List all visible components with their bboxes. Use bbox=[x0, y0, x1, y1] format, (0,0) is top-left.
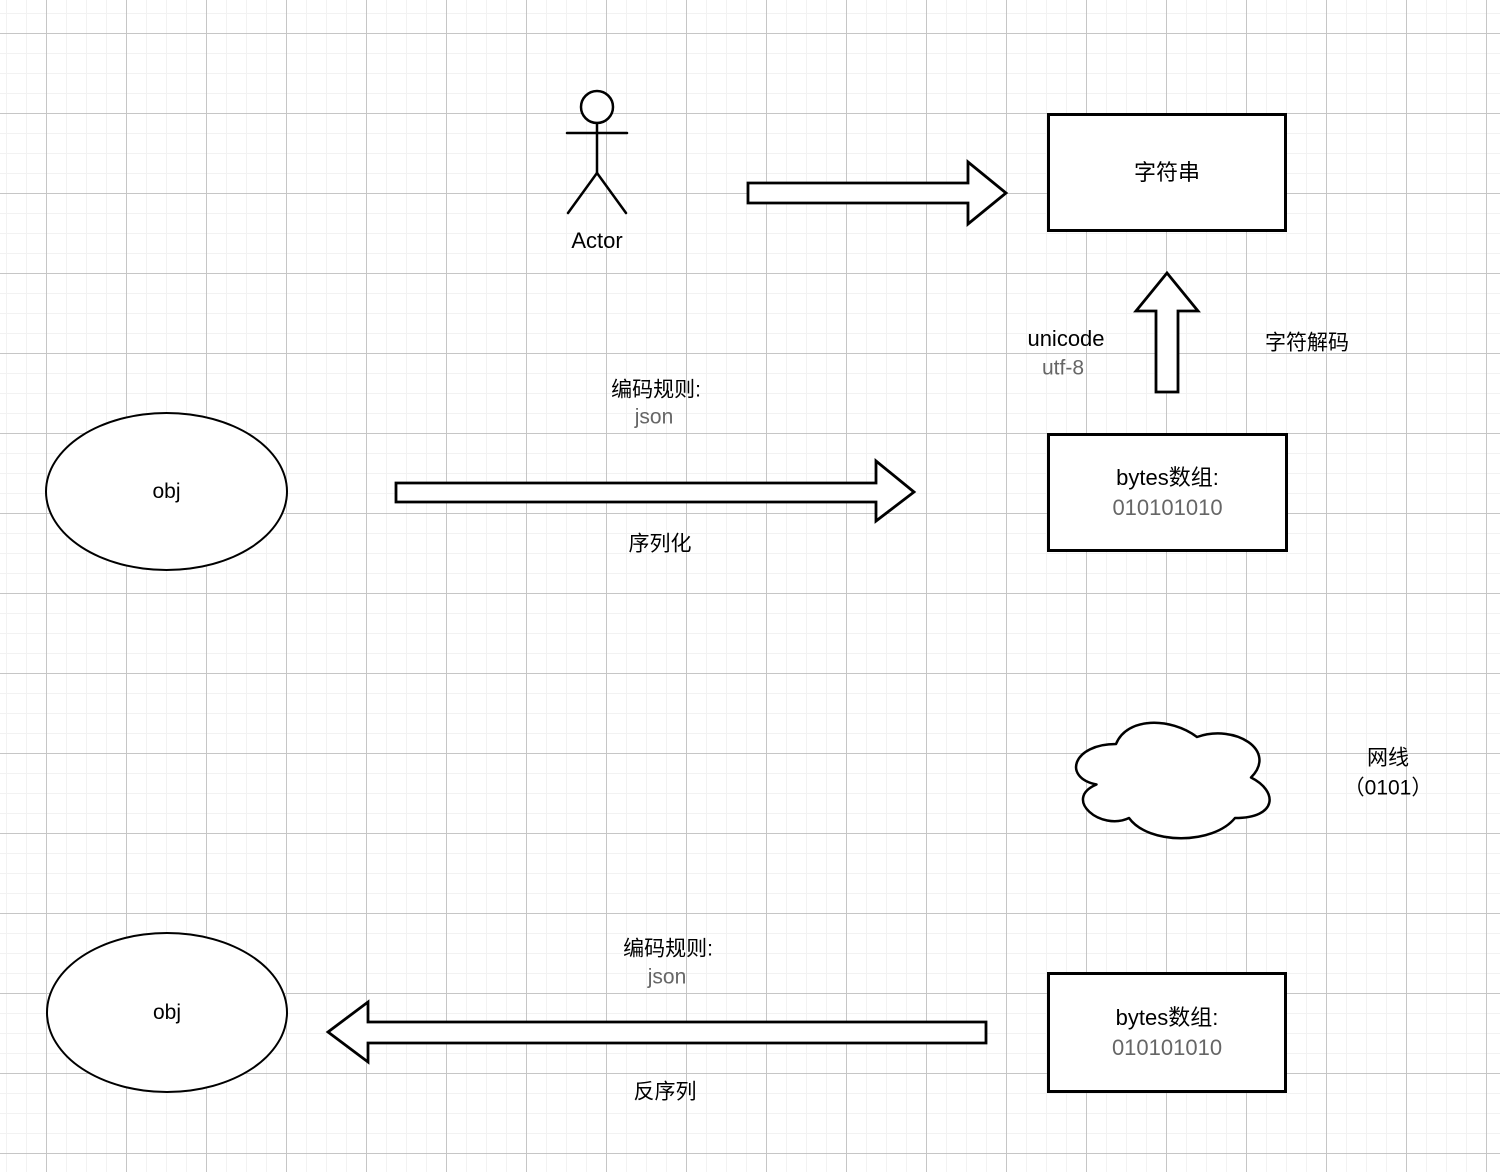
decode-arrow-up-icon bbox=[1133, 270, 1201, 394]
utf8-label: utf-8 bbox=[1041, 356, 1085, 380]
deserialize-rule-title: 编码规则: bbox=[623, 937, 713, 961]
obj-ellipse-top: obj bbox=[45, 412, 288, 571]
network-label-line2: （0101） bbox=[1343, 776, 1433, 800]
serialize-rule-value: json bbox=[634, 405, 674, 429]
deserialize-action-label: 反序列 bbox=[633, 1080, 697, 1104]
bytes-box-bottom: bytes数组: 010101010 bbox=[1047, 972, 1287, 1093]
char-decode-label: 字符解码 bbox=[1265, 331, 1349, 355]
bytes-box-top: bytes数组: 010101010 bbox=[1047, 433, 1288, 552]
serialize-rule-title: 编码规则: bbox=[611, 378, 701, 402]
serialize-action-label: 序列化 bbox=[628, 532, 692, 556]
obj-bottom-label: obj bbox=[152, 1000, 182, 1024]
actor-icon bbox=[565, 89, 629, 215]
actor-label: Actor bbox=[571, 227, 623, 253]
bytes-box-top-value: 010101010 bbox=[1112, 494, 1223, 520]
deserialize-arrow-icon bbox=[325, 999, 988, 1065]
string-box: 字符串 bbox=[1047, 113, 1287, 232]
obj-top-label: obj bbox=[152, 479, 181, 503]
obj-ellipse-bottom: obj bbox=[46, 932, 288, 1093]
network-label-line1: 网线 bbox=[1367, 746, 1409, 770]
serialize-arrow-icon bbox=[394, 458, 917, 524]
bytes-box-bottom-title: bytes数组: bbox=[1115, 1004, 1219, 1030]
bytes-box-top-title: bytes数组: bbox=[1116, 464, 1219, 490]
deserialize-rule-value: json bbox=[647, 965, 687, 989]
string-box-label: 字符串 bbox=[1133, 159, 1200, 185]
bytes-box-bottom-value: 010101010 bbox=[1111, 1034, 1223, 1060]
actor-to-string-arrow-icon bbox=[746, 159, 1009, 227]
unicode-label: unicode bbox=[1027, 325, 1105, 351]
network-cloud-shape bbox=[1075, 721, 1271, 840]
